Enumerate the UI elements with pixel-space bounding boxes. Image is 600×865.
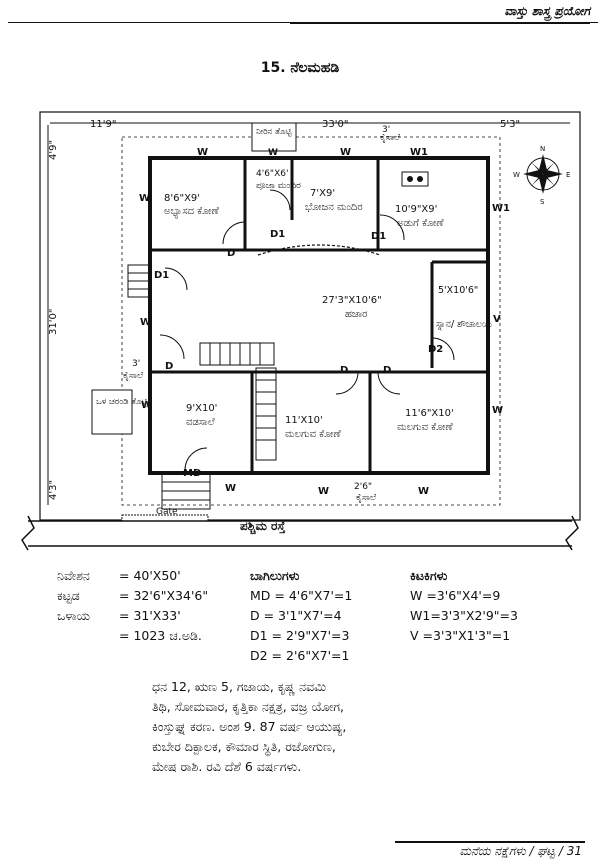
- kaisale-top: ಕೈಸಾಲೆ: [380, 133, 401, 143]
- dim-top-left: 11'9": [90, 119, 116, 130]
- room-hall-name: ಹಜಾರ: [345, 309, 367, 320]
- svg-text:W: W: [140, 317, 151, 328]
- gate-label: Gate: [156, 507, 178, 517]
- svg-text:W: W: [225, 483, 236, 494]
- footer-rule: [395, 841, 585, 843]
- svg-text:3': 3': [132, 359, 140, 369]
- svg-text:D: D: [340, 365, 348, 376]
- room-hall-size: 27'3"X10'6": [322, 295, 382, 306]
- svg-text:S: S: [540, 198, 545, 206]
- dim-left-bottom: 4'3": [48, 480, 59, 500]
- room-living-size: 9'X10': [186, 403, 217, 414]
- svg-text:E: E: [566, 171, 570, 179]
- svg-text:W: W: [492, 405, 503, 416]
- svg-text:D1: D1: [371, 231, 386, 242]
- svg-text:W: W: [139, 193, 150, 204]
- site-boundary: [39, 111, 581, 521]
- kaisale-left: ಕೈಸಾಲೆ: [123, 371, 144, 381]
- astrology-description: ಧನ 12, ಋಣ 5, ಗಜಾಯ, ಕೃಷ್ಣ ನವಮಿ ತಿಥಿ, ಸೋಮವ…: [152, 679, 347, 774]
- window-specs: ಕಿಟಕಿಗಳು W =3'6"X4'=9 W1=3'3"X2'9"=3 V =…: [410, 568, 518, 643]
- room-bath-size: 5'X10'6": [438, 285, 478, 296]
- svg-text:N: N: [540, 145, 545, 153]
- door-specs: ಬಾಗಿಲುಗಳು MD = 4'6"X7'=1 D = 3'1"X7'=4 D…: [250, 568, 353, 663]
- room-labels: 8'6"X9' ಅಭ್ಯಾಸದ ಕೋಣೆ 4'6"X6' ಪೂಜಾ ಮಂದಿರ …: [164, 169, 493, 440]
- kaisale-bottom: ಕೈಸಾಲೆ: [356, 493, 377, 503]
- building-outline: [148, 156, 490, 475]
- road-label: ಪಶ್ಚಿಮ ರಸ್ತೆ: [240, 519, 286, 533]
- svg-text:W: W: [513, 171, 520, 179]
- book-header: ವಾಸ್ತು ಶಾಸ್ತ್ರ ಪ್ರಯೋಗ: [290, 4, 590, 24]
- svg-text:D1: D1: [270, 229, 285, 240]
- room-kitchen-name: ಅಡುಗೆ ಕೋಣೆ: [397, 218, 444, 229]
- svg-text:V: V: [493, 314, 501, 325]
- svg-text:W: W: [141, 400, 152, 411]
- floor-plan: 11'9" 33'0" 5'3" 4'9" 31'0" 4'3": [21, 111, 581, 551]
- room-bed1-size: 11'X10': [285, 415, 323, 426]
- opening-tags: W W W W1 W W1 W V W W W W W D D D D D1 D…: [139, 147, 510, 497]
- svg-text:MD: MD: [183, 468, 201, 479]
- drain-tank-label: ಒಳ ಚರಂಡಿ ತೊಟ್ಟಿ: [96, 397, 148, 407]
- room-pooja-name: ಪೂಜಾ ಮಂದಿರ: [256, 181, 301, 191]
- svg-text:W1: W1: [492, 203, 510, 214]
- room-bed1-name: ಮಲಗುವ ಕೋಣೆ: [285, 429, 341, 440]
- page-number: 31: [566, 844, 582, 858]
- dim-top-right: 5'3": [500, 119, 520, 130]
- dim-left-top: 4'9": [48, 140, 59, 160]
- svg-text:D1: D1: [154, 270, 169, 281]
- room-kitchen-size: 10'9"X9': [395, 204, 437, 215]
- svg-text:D: D: [383, 365, 391, 376]
- room-study-size: 8'6"X9': [164, 193, 200, 204]
- svg-text:W: W: [340, 147, 351, 158]
- setback-line: [121, 136, 501, 506]
- room-living-name: ವಡಸಾಲೆ: [186, 417, 215, 428]
- svg-text:W: W: [318, 486, 329, 497]
- page-footer: ಮನೆಯ ನಕ್ಷೆಗಳು / ಘಟ್ಟ / 31: [459, 844, 582, 858]
- dining-arch: [257, 244, 381, 256]
- staircase: [127, 264, 277, 510]
- room-dining-name: ಭೋಜನ ಮಂದಿರ: [305, 202, 363, 213]
- area-specs: ನಿವೇಶನ= 40'X50' ಕಟ್ಟಡ= 32'6"X34'6" ಒಳಾಯ=…: [57, 568, 209, 643]
- svg-text:2'6": 2'6": [354, 482, 372, 492]
- svg-text:3': 3': [382, 125, 390, 135]
- svg-text:W: W: [268, 148, 278, 158]
- room-bath-name: ಸ್ನಾನ/ ಶೌಚಾಲಯ: [436, 319, 493, 330]
- water-tank-label: ನೀರಿನ ತೊಟ್ಟಿ: [256, 127, 292, 137]
- svg-text:W: W: [197, 147, 208, 158]
- svg-text:W: W: [418, 486, 429, 497]
- svg-text:W1: W1: [410, 147, 428, 158]
- room-bed2-size: 11'6"X10': [405, 408, 454, 419]
- room-dining-size: 7'X9': [310, 188, 335, 199]
- room-study-name: ಅಭ್ಯಾಸದ ಕೋಣೆ: [164, 206, 219, 218]
- compass-icon: N S W E: [513, 145, 570, 206]
- svg-text:D2: D2: [428, 344, 443, 355]
- dim-top-total: 33'0": [322, 119, 348, 130]
- room-pooja-size: 4'6"X6': [256, 169, 288, 179]
- header-rule: [8, 22, 598, 23]
- room-bed2-name: ಮಲಗುವ ಕೋಣೆ: [397, 422, 453, 433]
- svg-text:D: D: [165, 361, 173, 372]
- dim-left-total: 31'0": [48, 309, 59, 335]
- svg-text:D: D: [227, 248, 235, 259]
- plan-title: 15. ನೆಲಮಹಡಿ: [260, 60, 340, 76]
